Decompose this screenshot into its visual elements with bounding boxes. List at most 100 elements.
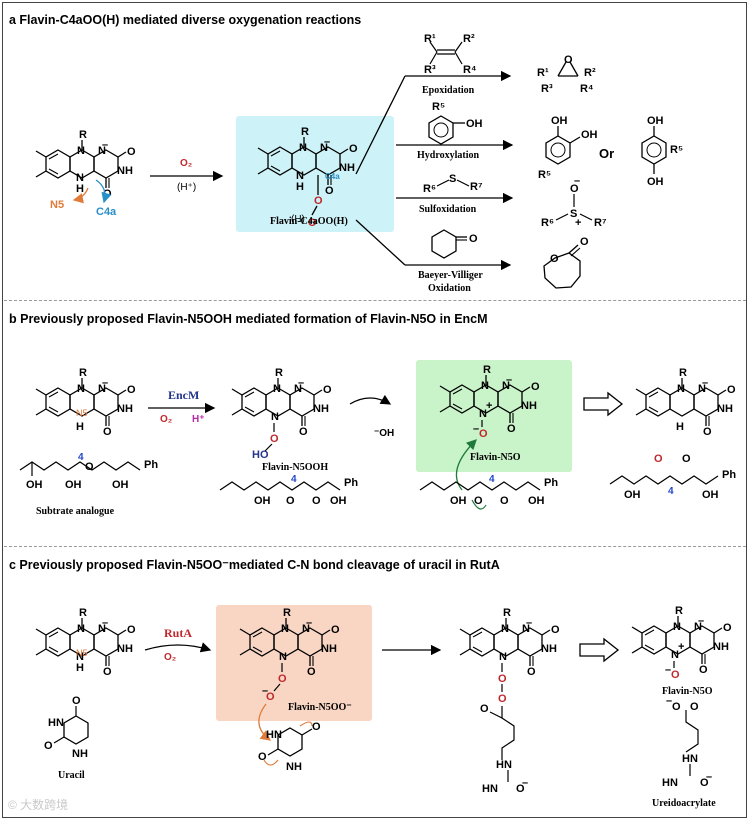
flavin-n5o-highlight — [416, 360, 572, 472]
svg-text:O: O — [258, 751, 267, 763]
svg-text:R⁴: R⁴ — [580, 83, 593, 95]
svg-text:N: N — [271, 411, 279, 423]
n5-label: N5 — [50, 199, 65, 211]
svg-text:O: O — [266, 691, 275, 703]
svg-text:O: O — [270, 433, 279, 445]
svg-text:R²: R² — [463, 33, 475, 45]
svg-text:O: O — [308, 217, 317, 229]
flavin-n5o-label-b: Flavin-N5O — [470, 452, 521, 463]
svg-text:OH: OH — [647, 115, 664, 127]
epoxidation-label: Epoxidation — [422, 85, 475, 96]
svg-text:O: O — [312, 721, 321, 733]
svg-text:–: – — [522, 777, 528, 789]
svg-text:–: – — [665, 664, 671, 676]
svg-text:–: – — [262, 685, 268, 697]
svg-text:OH: OH — [551, 115, 568, 127]
flavin-n5oo-label: Flavin-N5OO⁻ — [288, 702, 352, 713]
svg-text:S: S — [570, 208, 577, 220]
flavin-n5oo-highlight — [216, 605, 372, 721]
position-4-label-a: 4 — [78, 452, 84, 463]
svg-text:Ph: Ph — [722, 469, 736, 481]
svg-text:O: O — [479, 428, 488, 440]
svg-text:H: H — [296, 181, 304, 193]
baeyer-villiger-label: Baeyer-Villiger — [418, 270, 483, 281]
svg-text:+: + — [486, 400, 492, 412]
panel-a-title: a Flavin-C4aOO(H) mediated diverse oxyge… — [9, 13, 362, 27]
svg-text:HO: HO — [252, 449, 269, 461]
svg-text:O: O — [72, 695, 81, 707]
svg-text:O: O — [498, 693, 507, 705]
c4a-small-label: C4a — [325, 172, 340, 181]
o2-label-c: O₂ — [164, 652, 177, 663]
flavin-c4aooh-highlight — [236, 116, 394, 232]
svg-text:O: O — [570, 183, 579, 195]
oh-minus-label: ⁻OH — [374, 428, 395, 439]
svg-text:O: O — [654, 453, 663, 465]
svg-text:O: O — [690, 701, 699, 713]
svg-text:N: N — [76, 651, 84, 663]
svg-text:O: O — [85, 461, 94, 473]
svg-text:H: H — [76, 183, 84, 195]
svg-text:S: S — [449, 173, 456, 185]
svg-text:R¹: R¹ — [537, 67, 549, 79]
svg-text:HN: HN — [496, 759, 512, 771]
or-label: Or — [599, 146, 615, 161]
svg-text:OH: OH — [450, 495, 467, 507]
svg-text:O: O — [700, 777, 709, 789]
h-plus-label-a: (H⁺) — [177, 182, 197, 193]
ureidoacrylate-label: Ureidoacrylate — [652, 798, 716, 809]
hydroxylation-label: Hydroxylation — [417, 150, 480, 161]
svg-text:O: O — [469, 233, 478, 245]
svg-text:O: O — [682, 453, 691, 465]
svg-text:–: – — [574, 175, 580, 187]
svg-text:R⁶: R⁶ — [423, 183, 436, 195]
svg-text:NH: NH — [286, 761, 302, 773]
svg-text:O: O — [550, 253, 559, 265]
svg-text:H: H — [76, 662, 84, 674]
svg-text:O: O — [564, 54, 573, 66]
oxidation-label: Oxidation — [428, 283, 471, 294]
o2-label-b: O₂ — [160, 414, 173, 425]
svg-text:O: O — [312, 495, 321, 507]
position-4-label-c: 4 — [489, 474, 495, 485]
svg-text:OH: OH — [254, 495, 271, 507]
svg-text:OH: OH — [702, 489, 719, 501]
svg-text:HN: HN — [682, 753, 698, 765]
svg-text:R⁶: R⁶ — [541, 217, 554, 229]
svg-text:R⁵: R⁵ — [432, 101, 445, 113]
svg-text:O: O — [474, 495, 483, 507]
flavin-n5ooh-label: Flavin-N5OOH — [262, 462, 329, 473]
svg-text:NH: NH — [72, 748, 88, 760]
n5-label-b: N5 — [76, 408, 88, 418]
svg-text:O: O — [516, 783, 525, 795]
svg-text:R²: R² — [584, 67, 596, 79]
svg-text:OH: OH — [26, 479, 43, 491]
svg-text:Ph: Ph — [544, 477, 558, 489]
svg-text:–: – — [473, 423, 479, 435]
ruta-label: RutA — [164, 626, 193, 640]
svg-text:O: O — [580, 236, 589, 248]
panel-b-title: b Previously proposed Flavin-N5OOH media… — [9, 312, 488, 326]
svg-text:O: O — [671, 669, 680, 681]
panel-separator-ab — [4, 300, 746, 301]
watermark: © 大数跨境 — [8, 798, 69, 812]
svg-text:O: O — [672, 701, 681, 713]
svg-text:HN: HN — [662, 777, 678, 789]
svg-text:N: N — [671, 649, 679, 661]
h-plus-label-b: H⁺ — [192, 414, 205, 425]
svg-text:O: O — [278, 673, 287, 685]
svg-text:–: – — [666, 695, 672, 707]
svg-text:H: H — [76, 421, 84, 433]
svg-text:O: O — [286, 495, 295, 507]
encm-label: EncM — [168, 388, 200, 402]
substrate-analogue-label: Subtrate analogue — [36, 506, 115, 517]
flavin-c4aooh-label: Flavin-C4aOO(H) — [270, 216, 348, 227]
n5-label-c: N5 — [76, 648, 88, 658]
svg-text:+: + — [678, 641, 684, 653]
svg-text:OH: OH — [581, 129, 598, 141]
svg-text:OH: OH — [624, 489, 641, 501]
svg-text:N: N — [499, 651, 507, 663]
svg-text:R³: R³ — [424, 64, 436, 76]
o2-label-a: O₂ — [180, 158, 193, 169]
